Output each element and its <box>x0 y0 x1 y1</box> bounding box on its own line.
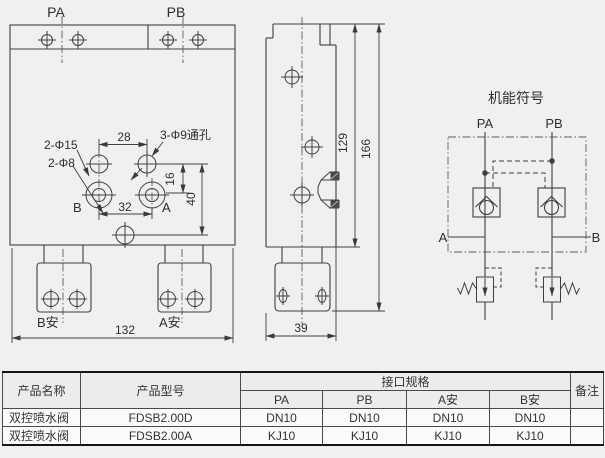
callout-phi8: 2-Φ8 <box>48 156 75 170</box>
symbol-label-a: A <box>439 230 448 245</box>
symbol-port-pb: PB <box>545 116 562 131</box>
cell-pb: KJ10 <box>322 426 407 446</box>
dim-40: 40 <box>184 192 198 206</box>
dim-39: 39 <box>294 321 308 335</box>
front-port-label-pa: PA <box>47 4 65 20</box>
col-header-product-name: 产品名称 <box>2 371 81 409</box>
col-header-interface-spec: 接口规格 <box>239 371 572 391</box>
side-view <box>265 17 385 341</box>
dim-16: 16 <box>163 172 177 186</box>
symbol-label-b: B <box>592 230 601 245</box>
cell-product-model: FDSB2.00D <box>80 408 241 427</box>
front-port-label-pb: PB <box>167 4 186 20</box>
cell-product-name: 双控喷水阀 <box>2 426 81 446</box>
col-header-remark: 备注 <box>570 371 605 409</box>
function-symbol-diagram <box>447 132 591 320</box>
label-b-mount: B安 <box>37 315 59 330</box>
label-b: B <box>73 200 82 215</box>
cell-pa: DN10 <box>240 408 323 427</box>
col-header-pb: PB <box>322 390 407 409</box>
col-header-b-mount: B安 <box>488 390 572 409</box>
cell-product-model: FDSB2.00A <box>80 426 241 446</box>
dim-132: 132 <box>115 323 135 337</box>
symbol-port-pa: PA <box>477 116 494 131</box>
cell-pb: DN10 <box>322 408 407 427</box>
dim-166: 166 <box>359 139 373 159</box>
cell-b-mount: KJ10 <box>488 426 572 446</box>
dim-129: 129 <box>336 133 350 153</box>
col-header-product-model: 产品型号 <box>80 371 241 409</box>
cell-remark <box>570 426 605 446</box>
dim-28: 28 <box>117 130 131 144</box>
callout-phi9: 3-Φ9通孔 <box>160 128 211 142</box>
cell-pa: KJ10 <box>240 426 323 446</box>
table-row: 双控喷水阀 FDSB2.00D DN10 DN10 DN10 DN10 <box>2 408 605 427</box>
cell-product-name: 双控喷水阀 <box>2 408 81 427</box>
technical-drawing: PA PB 28 32 16 40 2-Φ15 2-Φ8 3-Φ9通孔 B A … <box>9 4 601 343</box>
col-header-pa: PA <box>240 390 323 409</box>
symbol-title: 机能符号 <box>488 90 544 106</box>
front-view <box>9 16 236 343</box>
spec-table: 产品名称 产品型号 接口规格 备注 PA PB A安 B安 双控喷水阀 FDSB… <box>2 371 605 446</box>
cell-b-mount: DN10 <box>488 408 572 427</box>
callout-phi15: 2-Φ15 <box>44 138 78 152</box>
col-header-a-mount: A安 <box>406 390 490 409</box>
cell-a-mount: KJ10 <box>406 426 490 446</box>
cell-a-mount: DN10 <box>406 408 490 427</box>
cell-remark <box>570 408 605 427</box>
table-row: 双控喷水阀 FDSB2.00A KJ10 KJ10 KJ10 KJ10 <box>2 426 605 446</box>
label-a-mount: A安 <box>159 315 181 330</box>
dim-32: 32 <box>118 200 132 214</box>
label-a: A <box>162 200 171 215</box>
